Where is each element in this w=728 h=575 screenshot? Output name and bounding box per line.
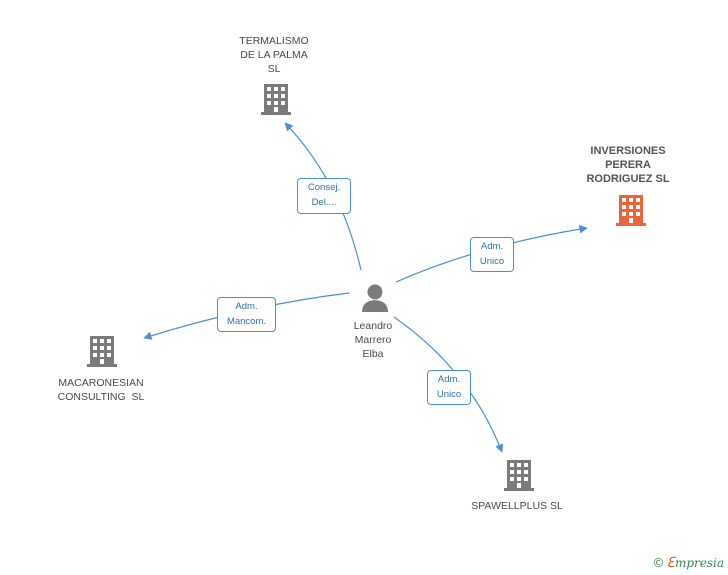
relation-label-inversiones[interactable]: Adm. Unico — [470, 237, 514, 272]
brand-name: mpresia — [674, 556, 724, 570]
brand-footer: ©ℇmpresia — [654, 555, 724, 571]
relation-label-macaronesian[interactable]: Adm. Mancom. — [217, 297, 276, 332]
relation-label-termalismo[interactable]: Consej. Del.... — [297, 178, 351, 214]
company-label-spawellplus[interactable]: SPAWELLPLUS SL — [471, 500, 563, 512]
brand-logo-mark: ℇ — [666, 555, 675, 571]
company-label-inversiones[interactable]: INVERSIONES PERERA RODRIGUEZ SL — [586, 145, 670, 185]
company-label-termalismo[interactable]: TERMALISMO DE LA PALMA SL — [239, 35, 309, 75]
relation-label-spawellplus[interactable]: Adm. Unico — [427, 370, 471, 405]
building-icon-termalismo[interactable] — [261, 84, 291, 115]
copyright-symbol: © — [653, 555, 664, 570]
person-label[interactable]: Leandro Marrero Elba — [353, 320, 393, 360]
building-icon-macaronesian[interactable] — [87, 336, 117, 367]
company-label-macaronesian[interactable]: MACARONESIAN CONSULTING SL — [57, 377, 145, 403]
building-icon-inversiones[interactable] — [616, 195, 646, 226]
person-icon[interactable] — [362, 284, 388, 313]
building-icon-spawellplus[interactable] — [504, 460, 534, 491]
